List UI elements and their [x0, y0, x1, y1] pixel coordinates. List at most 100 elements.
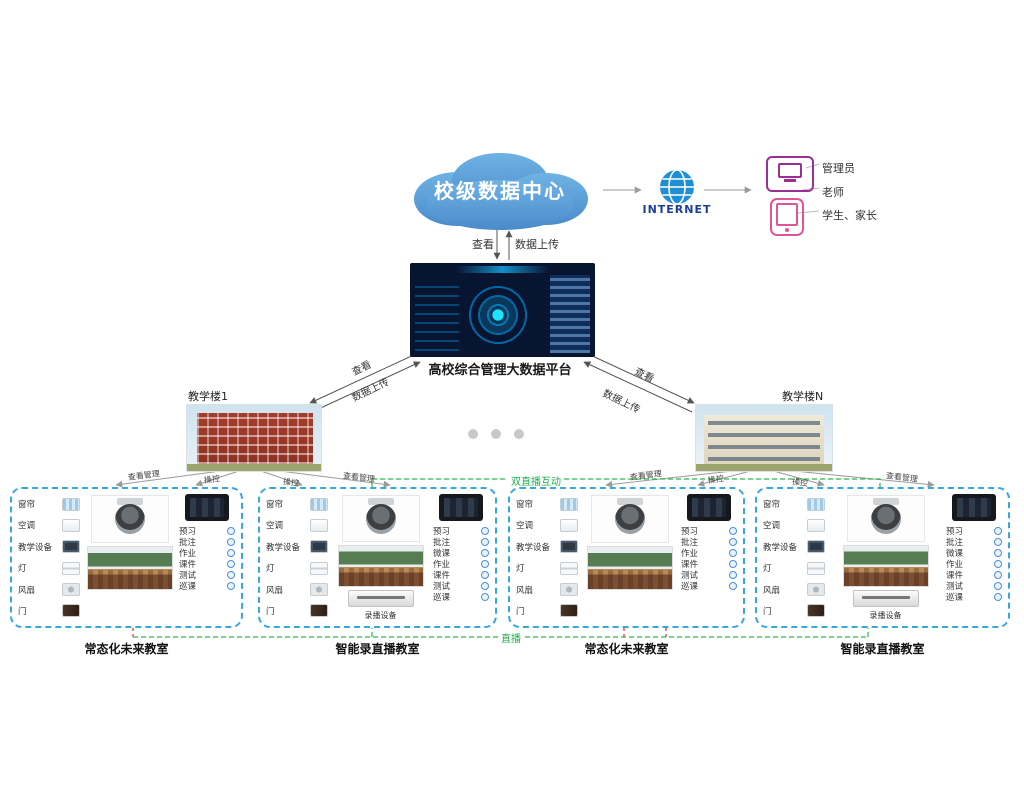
function-item: 课件: [179, 558, 235, 570]
device-label: 窗帘: [516, 500, 534, 510]
function-item: 批注: [681, 536, 737, 548]
function-label: 课件: [681, 559, 699, 570]
building-label-n: 教学楼N: [782, 390, 824, 403]
classroom-caption: 常态化未来教室: [84, 642, 169, 656]
function-icon: [481, 526, 489, 535]
function-icon: [481, 537, 489, 546]
function-icon: [729, 581, 737, 590]
device-item-equipment: 教学设备: [266, 539, 328, 555]
device-item-light: 灯: [516, 560, 578, 576]
link-label-upload-right: 数据上传: [600, 388, 642, 416]
device-item-equipment: 教学设备: [763, 539, 825, 555]
device-item-fan: 风扇: [18, 582, 80, 598]
function-column: 预习批注微课作业课件测试巡课: [433, 494, 489, 621]
device-label: 门: [18, 606, 27, 617]
control-tablet-image: [687, 494, 731, 521]
classroom-panel-recording-2: 窗帘空调教学设备灯风扇门 录播设备 预习批注微课作业课件测试巡课: [755, 487, 1010, 628]
function-icon: [994, 592, 1002, 601]
function-label: 预习: [433, 526, 451, 537]
device-item-fan: 风扇: [266, 582, 328, 598]
platform-screenshot: [410, 263, 595, 357]
dome-camera-image: [590, 495, 669, 543]
media-column: 录播设备: [332, 494, 429, 621]
function-label: 批注: [179, 537, 197, 548]
fan-icon: [62, 583, 80, 597]
fan-icon: [310, 583, 328, 597]
device-item-light: 灯: [18, 560, 80, 576]
function-icon: [994, 581, 1002, 590]
function-icon: [994, 559, 1002, 568]
light-icon: [560, 561, 578, 575]
device-item-curtain: 窗帘: [516, 496, 578, 512]
device-label: 空调: [763, 521, 781, 532]
function-icon: [227, 570, 235, 579]
classroom-photo: [337, 544, 424, 588]
device-label: 门: [516, 606, 525, 617]
device-item-curtain: 窗帘: [18, 496, 80, 512]
building-photo-1: [186, 404, 322, 472]
device-label: 风扇: [516, 585, 534, 596]
function-icon: [227, 548, 235, 557]
media-column: [582, 494, 677, 621]
fan-label-view-manage: 查看管理: [342, 471, 376, 484]
control-tablet-image: [952, 494, 996, 521]
monitor-icon: [766, 156, 814, 192]
fan-label-view-manage: 查看管理: [127, 469, 161, 482]
function-icon: [729, 570, 737, 579]
light-icon: [310, 561, 328, 575]
device-label: 灯: [516, 564, 525, 575]
building-label-1: 教学楼1: [188, 390, 228, 403]
platform-radar-chart: [466, 283, 530, 347]
function-label: 巡课: [946, 592, 964, 603]
fan-label-view-manage: 查看管理: [629, 469, 663, 482]
user-role-teacher: 老师: [822, 186, 844, 199]
device-list: 窗帘空调教学设备灯风扇门: [516, 494, 578, 621]
function-item: 巡课: [946, 591, 1002, 603]
function-item: 测试: [179, 569, 235, 581]
ac-icon: [310, 518, 328, 532]
function-item: 批注: [433, 536, 489, 548]
function-label: 作业: [946, 559, 964, 570]
function-item: 批注: [179, 536, 235, 548]
function-item: 课件: [433, 569, 489, 581]
door-icon: [62, 604, 80, 618]
classroom-photo: [86, 546, 173, 590]
platform-left-widgets: [415, 281, 459, 351]
equipment-icon: [62, 540, 80, 554]
function-item: 作业: [946, 558, 1002, 570]
fan-icon: [560, 583, 578, 597]
device-label: 教学设备: [18, 542, 53, 553]
function-label: 巡课: [179, 581, 197, 592]
function-item: 课件: [681, 558, 737, 570]
function-icon: [729, 526, 737, 535]
function-icon: [729, 537, 737, 546]
device-item-fan: 风扇: [763, 582, 825, 598]
device-item-equipment: 教学设备: [18, 539, 80, 555]
control-tablet-image: [439, 494, 483, 521]
function-label: 微课: [946, 548, 964, 559]
function-item: 测试: [946, 580, 1002, 592]
ac-icon: [62, 518, 80, 532]
function-list: 预习批注微课作业课件测试巡课: [946, 525, 1002, 603]
recorder-label: 录播设备: [364, 611, 397, 620]
function-item: 测试: [433, 580, 489, 592]
link-label-view-left: 查看: [350, 359, 374, 379]
function-label: 测试: [433, 581, 451, 592]
function-list: 预习批注作业课件测试巡课: [179, 525, 235, 592]
function-icon: [481, 581, 489, 590]
light-icon: [62, 561, 80, 575]
media-column: 录播设备: [829, 494, 942, 621]
ellipsis-dots: [468, 429, 524, 439]
device-label: 空调: [18, 521, 36, 532]
classroom-photo: [842, 544, 929, 588]
device-item-door: 门: [18, 603, 80, 619]
function-label: 批注: [946, 537, 964, 548]
device-label: 窗帘: [266, 500, 284, 510]
function-label: 课件: [179, 559, 197, 570]
function-list: 预习批注作业课件测试巡课: [681, 525, 737, 592]
function-label: 预习: [681, 526, 699, 537]
function-icon: [994, 537, 1002, 546]
device-label: 教学设备: [763, 542, 798, 553]
device-label: 窗帘: [18, 500, 36, 510]
